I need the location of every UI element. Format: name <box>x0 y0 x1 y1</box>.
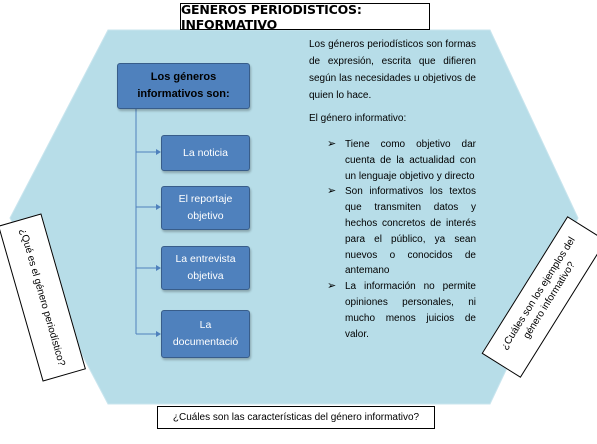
list-item: ➢ Son informativos los textos que transm… <box>327 184 476 279</box>
sub-box-label: La entrevista objetiva <box>175 253 236 282</box>
sub-box-reportaje: El reportaje objetivo <box>161 186 250 230</box>
connector-arrowheads <box>156 149 161 337</box>
arrow-bullet-icon: ➢ <box>327 280 337 293</box>
sub-box-entrevista: La entrevista objetiva <box>161 246 250 290</box>
informativo-label: El género informativo: <box>309 113 407 124</box>
list-item: ➢ La información no permite opiniones pe… <box>327 279 476 342</box>
sub-box-documentacion: La documentació <box>161 310 250 358</box>
arrow-bullet-icon: ➢ <box>327 138 337 150</box>
sub-box-label: La noticia <box>183 146 228 159</box>
main-concept-box: Los géneros informativos son: <box>117 63 250 109</box>
list-item-text: La información no permite opiniones pers… <box>345 281 476 340</box>
main-concept-label: Los géneros informativos son: <box>137 71 230 100</box>
arrow-bullet-icon: ➢ <box>327 185 337 198</box>
question-bottom-text: ¿Cuáles son las características del géne… <box>172 412 420 423</box>
list-item-text: Son informativos los textos que transmit… <box>345 186 476 277</box>
list-item: ➢ Tiene como objetivo dar cuenta de la a… <box>327 137 476 184</box>
sub-box-label: La documentació <box>172 319 239 348</box>
page-title: GENEROS PERIODISTICOS: INFORMATIVO <box>180 2 430 32</box>
hexagon-shape <box>9 29 579 405</box>
list-item-text: Tiene como objetivo dar cuenta de la act… <box>345 139 476 182</box>
question-bottom-box: ¿Cuáles son las características del géne… <box>157 406 435 429</box>
sub-box-noticia: La noticia <box>161 135 250 171</box>
characteristics-list: ➢ Tiene como objetivo dar cuenta de la a… <box>327 137 476 342</box>
sub-box-label: El reportaje objetivo <box>178 193 233 222</box>
definition-paragraph: Los géneros periodísticos son formas de … <box>309 39 476 101</box>
